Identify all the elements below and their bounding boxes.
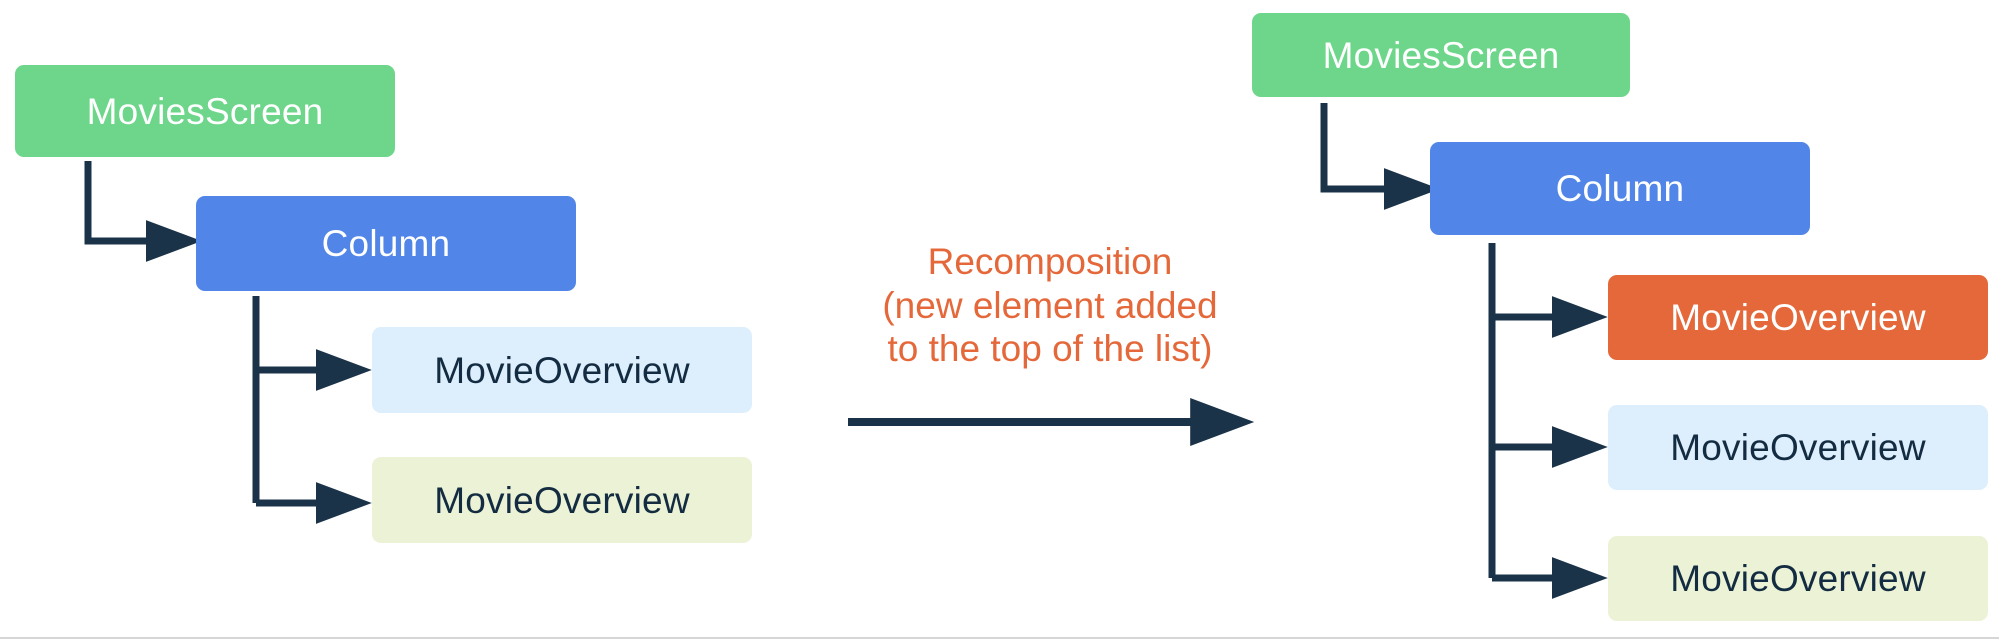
after-node-movies-screen[interactable]: MoviesScreen <box>1252 13 1630 97</box>
before-node-movie-overview-1[interactable]: MovieOverview <box>372 327 752 413</box>
recomposition-caption: Recomposition (new element added to the … <box>840 240 1260 371</box>
after-node-movie-overview-1[interactable]: MovieOverview <box>1608 405 1988 490</box>
connector-screen-to-column-right <box>1320 103 1440 210</box>
after-node-movie-overview-new[interactable]: MovieOverview <box>1608 275 1988 360</box>
connector-screen-to-column-left <box>84 161 202 262</box>
before-node-column[interactable]: Column <box>196 196 576 291</box>
caption-line-2: (new element added <box>882 284 1218 326</box>
after-node-movie-overview-2[interactable]: MovieOverview <box>1608 536 1988 621</box>
before-node-movie-overview-2[interactable]: MovieOverview <box>372 457 752 543</box>
before-node-movies-screen[interactable]: MoviesScreen <box>15 65 395 157</box>
caption-line-3: to the top of the list) <box>887 328 1213 370</box>
caption-line-1: Recomposition <box>927 241 1173 282</box>
after-node-column[interactable]: Column <box>1430 142 1810 235</box>
